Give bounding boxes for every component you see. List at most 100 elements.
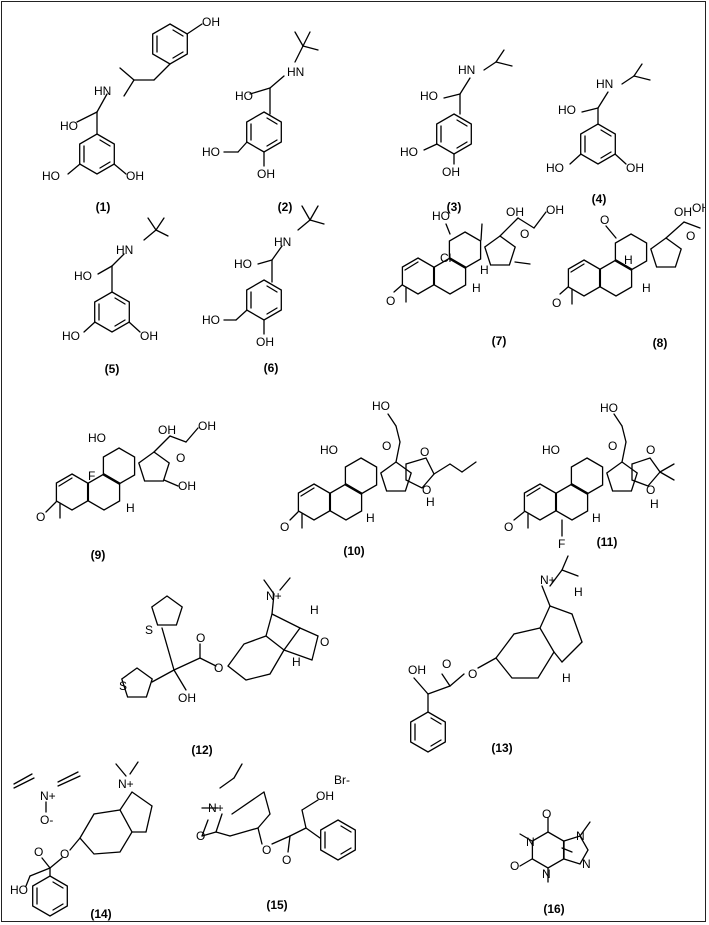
atom-ho: HO [372,399,390,413]
caption-6: (6) [264,361,279,375]
compound-11: O HO HO O O O F H H (11) [504,401,675,551]
atom-s: S [145,623,153,637]
atom-oh: OH [316,789,334,803]
caption-12: (12) [191,743,212,757]
atom-hn: HN [287,65,304,79]
atom-o: O [442,657,451,671]
atom-h: H [650,497,659,511]
compound-6: HN HO HO OH (6) [202,205,325,375]
atom-ho: HO [42,169,60,183]
atom-ho: HO [62,329,80,343]
atom-ho: HO [60,119,78,133]
atom-ho: HO [420,89,438,103]
caption-16: (16) [543,902,564,916]
atom-h: H [310,603,319,617]
atom-oh: OH [408,663,426,677]
atom-o: O [282,853,291,867]
atom-o: O [36,510,45,524]
caption-1: (1) [96,200,111,214]
atom-n: N [542,867,551,881]
atom-n: N [526,835,535,849]
atom-oh: OH [256,335,274,349]
atom-o: O [386,294,395,308]
atom-ho: HO [558,103,576,117]
atom-h: H [426,495,435,509]
compound-15: Br- N+ O O O OH (15) [196,763,356,912]
caption-4: (4) [592,192,607,206]
compound-1: OH HN HO HO OH (1) [42,15,220,214]
atom-h: H [624,253,633,267]
caption-3: (3) [447,200,462,214]
atom-o: O [646,483,655,497]
atom-ho: HO [400,145,418,159]
atom-hn: HN [94,84,111,98]
atom-ho: HO [235,89,253,103]
atom-n-plus: N+ [40,789,56,803]
atom-o: O [504,520,513,534]
atom-h: H [642,281,651,295]
compound-3: HN HO HO OH (3) [400,49,513,214]
atom-oh: OH [178,691,196,705]
atom-o: O [520,227,529,241]
atom-oh: OH [442,165,460,179]
caption-13: (13) [491,741,512,755]
atom-ho: HO [10,883,28,897]
atom-ho: HO [320,443,338,457]
atom-oh: OH [546,203,564,217]
atom-ho: HO [546,161,564,175]
atom-s: S [119,679,127,693]
atom-h: H [126,501,135,515]
atom-o: O [600,213,609,227]
atom-oh: OH [126,169,144,183]
compound-5: HN HO HO OH (5) [62,217,169,376]
atom-n-plus: N+ [208,801,224,815]
atom-oh: OH [626,161,644,175]
atom-n: N [576,829,585,843]
atom-f: F [558,537,565,551]
atom-f: F [88,469,95,483]
atom-ho: HO [202,145,220,159]
atom-o: O [262,843,271,857]
compound-13: OH O O N+ H H (13) [408,555,583,755]
atom-oh: OH [692,201,706,215]
atom-o: O [60,847,69,861]
atom-h: H [480,263,489,277]
atom-o: O [420,445,429,459]
atom-oh: OH [257,167,275,181]
caption-11: (11) [597,535,618,549]
atom-o: O [34,845,43,859]
atom-cl: Cl [440,251,451,265]
compound-14: N+ O- N+ O O HO (14) [10,761,153,921]
atom-oh: OH [158,423,176,437]
caption-9: (9) [91,548,106,562]
atom-o: O [382,439,391,453]
atom-h: H [292,655,301,669]
caption-15: (15) [266,898,287,912]
caption-10: (10) [343,544,364,558]
atom-oh: OH [674,205,692,219]
compound-2: HN HO HO OH (2) [202,31,319,214]
atom-oh: OH [202,15,220,29]
atom-ho: HO [234,257,252,271]
atom-oh: OH [140,329,158,343]
atom-ho: HO [432,209,450,223]
atom-n: N [582,857,591,871]
atom-n-plus: N+ [266,589,282,603]
atom-ho: HO [542,443,560,457]
compound-7: O HO Cl OH OH O H H (7) [386,203,564,348]
atom-br-minus: Br- [334,773,350,787]
atom-ho: HO [202,313,220,327]
atom-o: O [510,859,519,873]
atom-ho: HO [74,269,92,283]
atom-ho: HO [88,431,106,445]
atom-oh: OH [198,419,216,433]
atom-hn: HN [116,243,133,257]
atom-o: O [542,807,551,821]
atom-o: O [552,296,561,310]
atom-h: H [592,511,601,525]
atom-hn: HN [274,235,291,249]
compound-16: O O N N N N (16) [510,807,591,916]
atom-oh: OH [506,205,524,219]
